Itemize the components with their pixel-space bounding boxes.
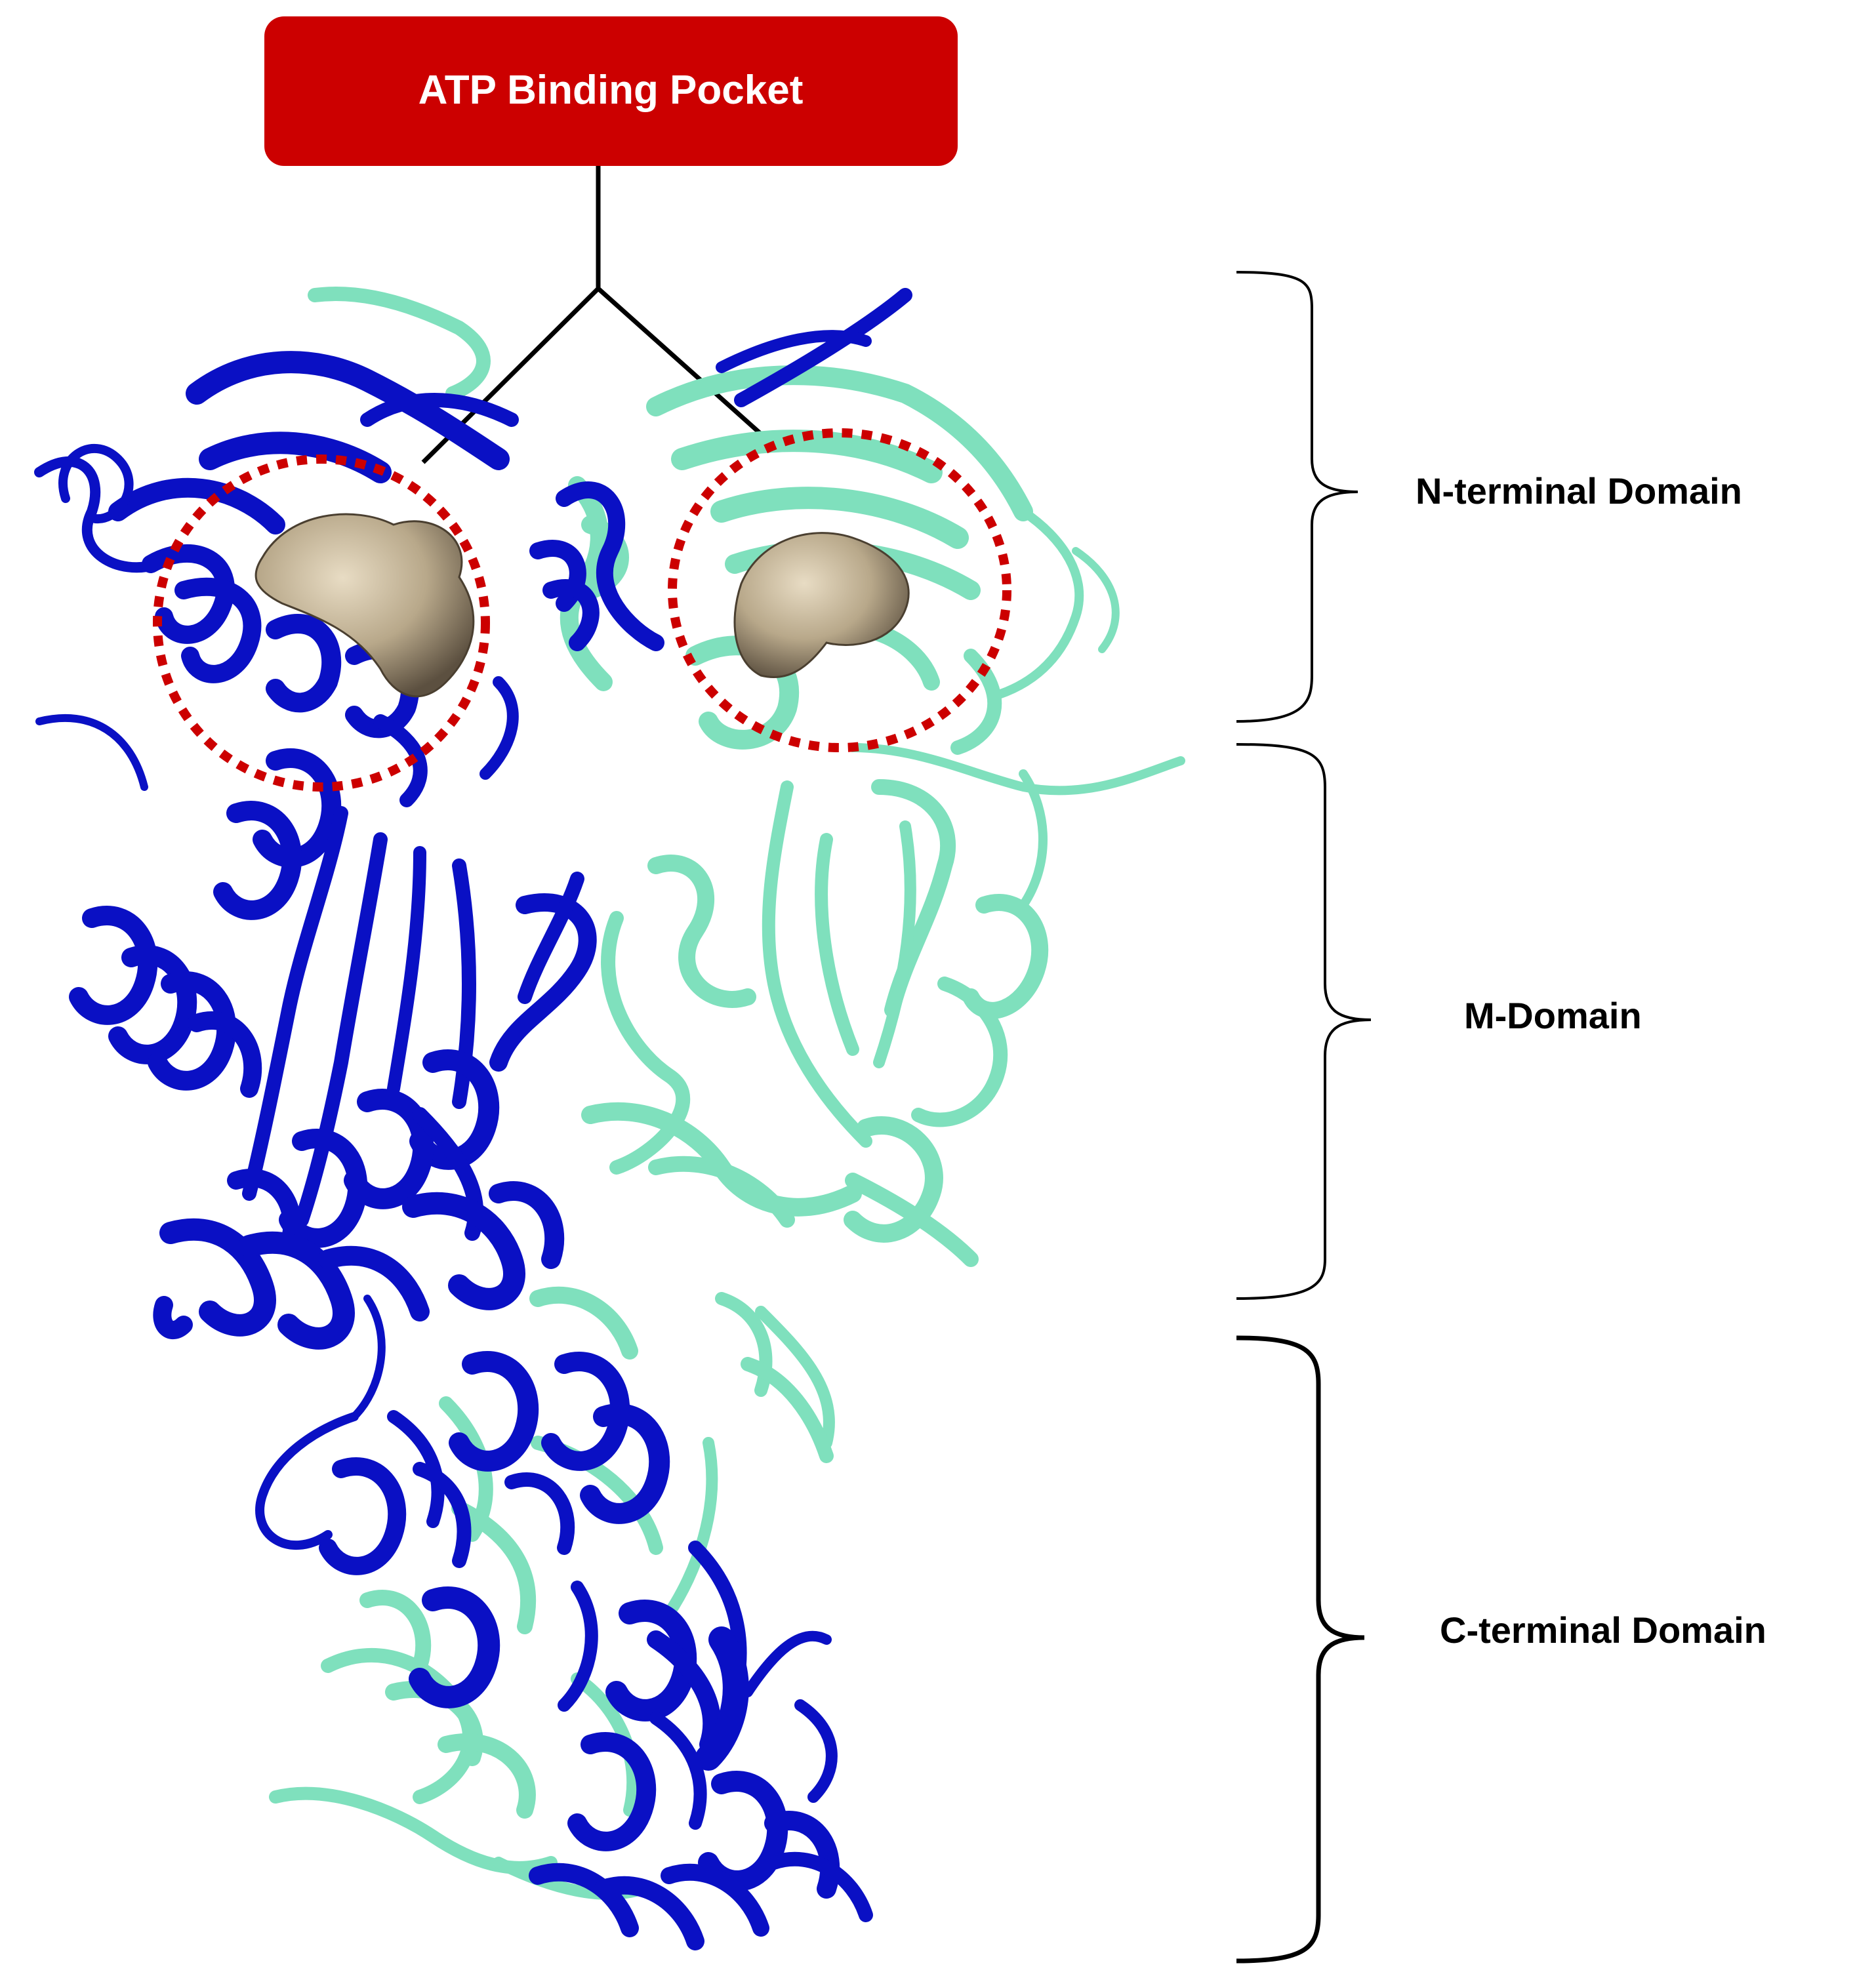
- n-terminal-domain-label: N-terminal Domain: [1416, 470, 1742, 512]
- callout-background: [264, 16, 958, 166]
- bracket-c-terminal: [1236, 1335, 1365, 1964]
- callout-connector: [421, 166, 773, 464]
- pocket-outline-right: [668, 428, 1011, 752]
- bracket-n-terminal: [1236, 271, 1358, 723]
- callout-label: ATP Binding Pocket: [418, 68, 804, 113]
- m-domain-label: M-Domain: [1464, 995, 1642, 1036]
- pocket-outline-left: [153, 454, 490, 792]
- pocket-surface-left: [255, 513, 475, 698]
- bracket-m-domain: [1236, 743, 1372, 1300]
- c-terminal-domain-label: C-terminal Domain: [1440, 1609, 1766, 1651]
- chain-a-ribbon: [34, 288, 912, 1950]
- connector-right-branch: [596, 287, 773, 445]
- atp-pocket-right: [668, 428, 1011, 752]
- atp-pocket-left: [153, 454, 490, 792]
- pocket-surface-right: [733, 532, 910, 679]
- callout-box: ATP Binding Pocket: [264, 16, 958, 166]
